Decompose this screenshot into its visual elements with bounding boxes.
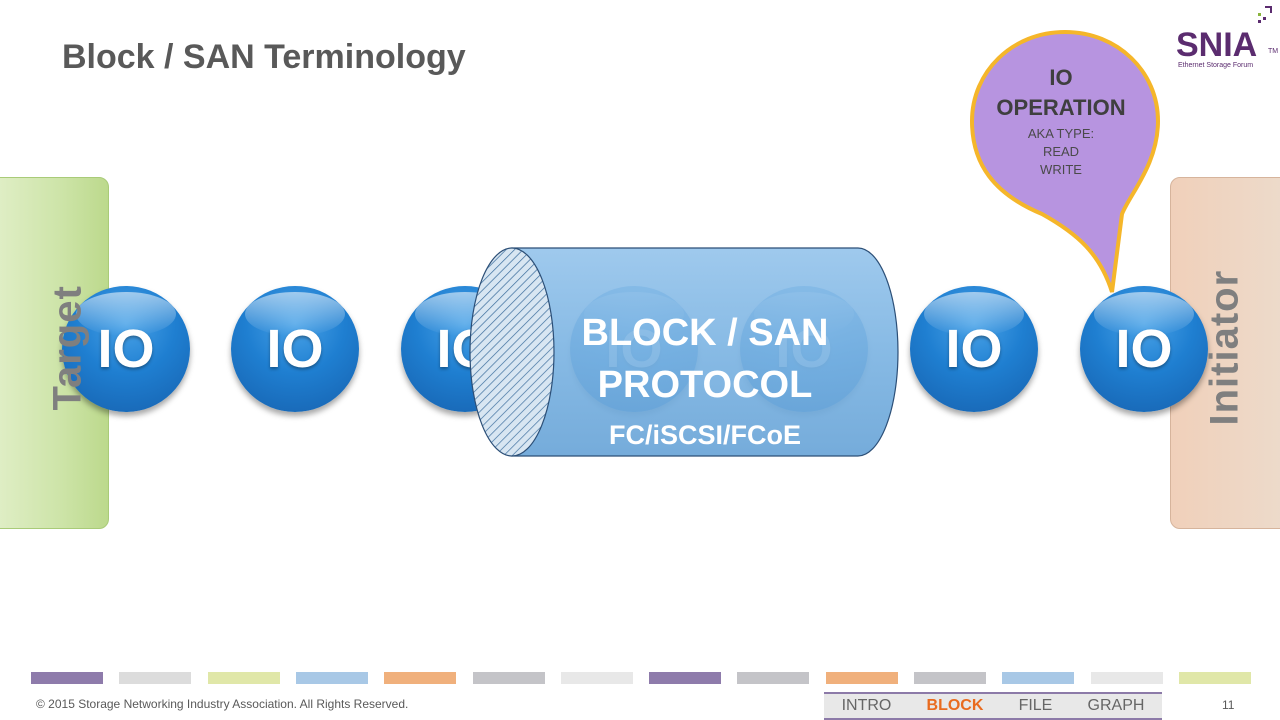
color-strip-segment: [384, 672, 457, 684]
io-circle: IO: [62, 286, 190, 412]
color-strip-segment: [560, 672, 633, 684]
logo-tm: TM: [1268, 48, 1279, 55]
protocol-title-line1: BLOCK / SAN: [581, 312, 829, 354]
io-circle: IO: [910, 286, 1038, 412]
color-strip-segment: [1178, 672, 1251, 684]
io-operation-callout: [969, 29, 1161, 293]
color-strip-segment: [649, 672, 722, 684]
color-strip-segment: [119, 672, 192, 684]
color-strip-segment: [1002, 672, 1075, 684]
callout-subtitle: AKA TYPE: READ WRITE: [1027, 126, 1095, 177]
nav-tab-intro[interactable]: INTRO: [841, 697, 892, 714]
color-strip-segment: [295, 672, 368, 684]
copyright-text: © 2015 Storage Networking Industry Assoc…: [36, 697, 409, 711]
color-strip-segment: [914, 672, 986, 684]
callout-title: IO OPERATION: [996, 65, 1126, 120]
logo-subtitle: Ethernet Storage Forum: [1178, 62, 1254, 69]
io-circle: IO: [401, 286, 529, 412]
nav-tab-file[interactable]: FILE: [1018, 697, 1053, 714]
snia-logo: SNIA TM Ethernet Storage Forum: [1172, 6, 1279, 70]
io-circle: IO: [231, 286, 359, 412]
color-strip-segment: [737, 672, 810, 684]
section-nav: INTRO BLOCK FILE GRAPH: [824, 692, 1162, 720]
target-label: Target: [45, 285, 90, 411]
color-strip-segment: [825, 672, 898, 684]
initiator-label: Initiator: [1202, 269, 1247, 426]
color-strip-segment: [207, 672, 280, 684]
color-strip-segment: [1090, 672, 1163, 684]
slide-title: Block / SAN Terminology: [62, 38, 466, 76]
color-strip: [0, 672, 1280, 684]
logo-word: SNIA: [1176, 26, 1258, 64]
protocol-types: FC/iSCSI/FCoE: [608, 420, 801, 450]
protocol-title-line2: PROTOCOL: [597, 364, 813, 406]
color-strip-segment: [472, 672, 545, 684]
logo-corner-mark-icon: [1258, 6, 1272, 23]
page-number: 11: [1222, 698, 1235, 712]
io-circle: IO: [1080, 286, 1208, 412]
nav-tab-block[interactable]: BLOCK: [926, 697, 984, 714]
nav-tab-graph[interactable]: GRAPH: [1087, 697, 1145, 714]
color-strip-segment: [31, 672, 103, 684]
